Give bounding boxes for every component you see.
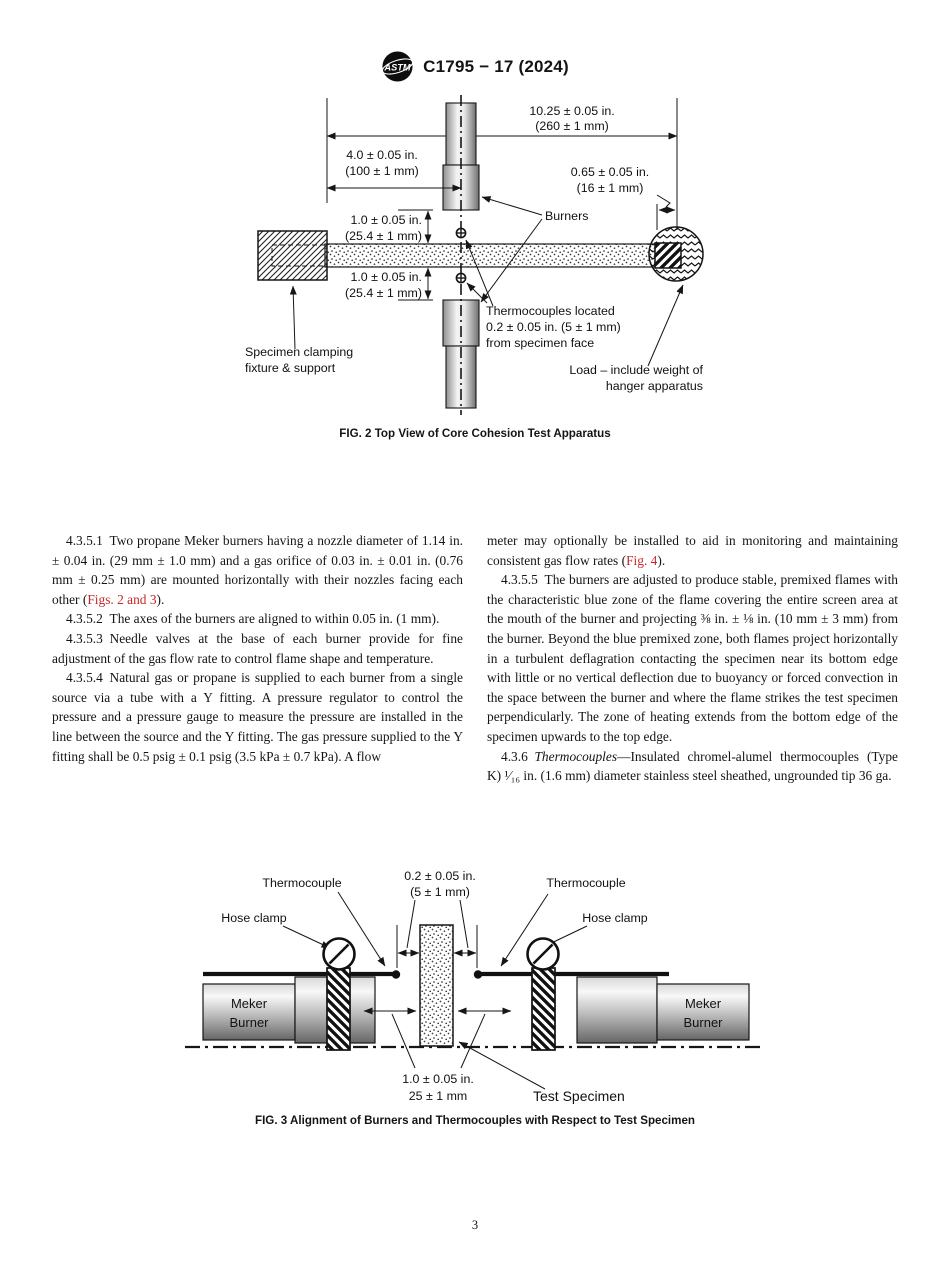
svg-text:1.0 ± 0.05 in.: 1.0 ± 0.05 in. [402, 1072, 474, 1086]
paragraph-text: 4.3.5.5 The burners are adjusted to prod… [487, 572, 898, 744]
paragraph-text: 4.3.6 [501, 748, 535, 764]
hose-clamp-left [322, 937, 356, 1051]
fig3-thermocouple-label-right: Thermocouple [500, 876, 626, 967]
fig3-diagram: 0.2 ± 0.05 in. (5 ± 1 mm) Thermocouple T… [185, 869, 765, 1104]
svg-text:Burners: Burners [545, 209, 588, 223]
paragraph-text: —Insulated chromel-alumel thermocouples … [487, 748, 898, 784]
thermocouple-symbol-bottom [455, 272, 467, 284]
astm-logo-text: ASTM [384, 62, 411, 72]
paragraph-text: 4.3.5.4 Natural gas or propane is suppli… [52, 670, 463, 764]
paragraph-4353: 4.3.5.3 Needle valves at the base of eac… [52, 629, 463, 668]
page-title: C1795 − 17 (2024) [423, 56, 569, 76]
paragraph-text: meter may optionally be installed to aid… [487, 533, 898, 568]
svg-text:Burner: Burner [683, 1015, 723, 1030]
paragraph-4352: 4.3.5.2 The axes of the burners are alig… [52, 609, 463, 629]
fig2-thermocouples-label: Thermocouples located 0.2 ± 0.05 in. (5 … [465, 239, 621, 350]
svg-text:Meker: Meker [685, 996, 722, 1011]
text-column-left: 4.3.5.1 Two propane Meker burners having… [52, 531, 463, 766]
thermocouple-rod-left [203, 970, 401, 979]
figs-2-3-link[interactable]: Figs. 2 and 3 [87, 591, 157, 607]
svg-text:Hose clamp: Hose clamp [221, 911, 287, 925]
paragraph-text: ). [657, 552, 666, 568]
thermocouple-symbol-top [455, 227, 467, 239]
fig3-test-specimen-label: Test Specimen [458, 1041, 625, 1104]
test-specimen [419, 924, 454, 1047]
fig2-dim-burner-mm: (100 ± 1 mm) [345, 164, 419, 178]
fig3-caption: FIG. 3 Alignment of Burners and Thermoco… [255, 1114, 695, 1127]
paragraph-4355: 4.3.5.5 The burners are adjusted to prod… [487, 570, 898, 746]
paragraph-4354: 4.3.5.4 Natural gas or propane is suppli… [52, 668, 463, 766]
fig2-dim-gap-bottom-in: 1.0 ± 0.05 in. [350, 270, 422, 284]
svg-text:Meker: Meker [231, 996, 268, 1011]
svg-text:Test Specimen: Test Specimen [533, 1088, 625, 1104]
svg-text:hanger apparatus: hanger apparatus [606, 379, 703, 393]
fig2-dim-overall-in: 10.25 ± 0.05 in. [529, 104, 614, 118]
fig3-hoseclamp-label-right: Hose clamp [540, 911, 648, 949]
fig3-thermocouple-label-left: Thermocouple [262, 876, 386, 967]
svg-text:Specimen clamping: Specimen clamping [245, 345, 353, 359]
load-weight [648, 226, 704, 282]
paragraph-text: ). [156, 591, 165, 607]
svg-text:0.2 ± 0.05 in.: 0.2 ± 0.05 in. [404, 869, 476, 883]
svg-text:Thermocouple: Thermocouple [546, 876, 625, 890]
fig2-dim-burner: 4.0 ± 0.05 in. (100 ± 1 mm) [326, 148, 462, 192]
paragraph-436: 4.3.6 Thermocouples—Insulated chromel-al… [487, 747, 898, 786]
svg-text:25 ± 1 mm: 25 ± 1 mm [409, 1089, 467, 1103]
paragraph-4351: 4.3.5.1 Two propane Meker burners having… [52, 531, 463, 609]
paragraph-text: 4.3.5.1 Two propane Meker burners having… [52, 533, 463, 607]
fig2-dim-load-in: 0.65 ± 0.05 in. [571, 165, 649, 179]
paragraph-text: 4.3.5.3 Needle valves at the base of eac… [52, 630, 463, 666]
svg-text:Thermocouple: Thermocouple [262, 876, 341, 890]
page-number: 3 [471, 1218, 479, 1232]
fig3-dim-offset: 1.0 ± 0.05 in. 25 ± 1 mm [363, 1007, 512, 1103]
fig2-caption: FIG. 2 Top View of Core Cohesion Test Ap… [339, 427, 611, 440]
fig2-dim-gap-bottom: 1.0 ± 0.05 in. (25.4 ± 1 mm) [345, 267, 433, 301]
hose-clamp-right [526, 937, 560, 1051]
specimen-bar [324, 243, 656, 268]
fig2-dim-gap-top: 1.0 ± 0.05 in. (25.4 ± 1 mm) [345, 209, 433, 244]
fig2-dim-gap-top-in: 1.0 ± 0.05 in. [350, 213, 422, 227]
thermocouples-term: Thermocouples [534, 748, 618, 764]
svg-text:Hose clamp: Hose clamp [582, 911, 648, 925]
text-column-right: meter may optionally be installed to aid… [487, 531, 898, 786]
thermocouple-rod-right [473, 970, 669, 979]
svg-text:Thermocouples located: Thermocouples located [486, 304, 615, 318]
fig2-dim-burner-in: 4.0 ± 0.05 in. [346, 148, 418, 162]
fig2-burners-label: Burners [480, 196, 588, 303]
svg-text:Burner: Burner [229, 1015, 269, 1030]
fig2-clamp-label: Specimen clamping fixture & support [245, 285, 353, 375]
svg-text:0.2 ± 0.05 in. (5 ± 1 mm): 0.2 ± 0.05 in. (5 ± 1 mm) [486, 320, 621, 334]
paragraph-4354-cont: meter may optionally be installed to aid… [487, 531, 898, 570]
svg-text:Load – include weight of: Load – include weight of [569, 363, 703, 377]
fig2-load-label: Load – include weight of hanger apparatu… [569, 284, 704, 393]
fig3-hoseclamp-label-left: Hose clamp [221, 911, 331, 949]
fig2-dim-overall-mm: (260 ± 1 mm) [535, 119, 609, 133]
svg-text:(5 ± 1 mm): (5 ± 1 mm) [410, 885, 470, 899]
clamping-fixture [257, 230, 328, 281]
fig2-dim-load: 0.65 ± 0.05 in. (16 ± 1 mm) [571, 165, 676, 214]
svg-text:fixture & support: fixture & support [245, 361, 336, 375]
svg-text:from specimen face: from specimen face [486, 336, 594, 350]
fig2-dim-gap-top-mm: (25.4 ± 1 mm) [345, 229, 422, 243]
fig2-diagram: 10.25 ± 0.05 in. (260 ± 1 mm) [245, 95, 704, 415]
fig3-dim-gap: 0.2 ± 0.05 in. (5 ± 1 mm) [396, 869, 478, 968]
fig2-dim-load-mm: (16 ± 1 mm) [577, 181, 644, 195]
paragraph-text: 4.3.5.2 The axes of the burners are alig… [66, 611, 440, 627]
fig-4-link[interactable]: Fig. 4 [626, 552, 658, 568]
page-header: ASTM C1795 − 17 (2024) [0, 50, 950, 83]
fig2-dim-gap-bottom-mm: (25.4 ± 1 mm) [345, 286, 422, 300]
fig2-dim-overall: 10.25 ± 0.05 in. (260 ± 1 mm) [326, 104, 678, 140]
meker-burner-right: Meker Burner [576, 976, 750, 1044]
astm-logo-icon: ASTM [381, 51, 414, 82]
